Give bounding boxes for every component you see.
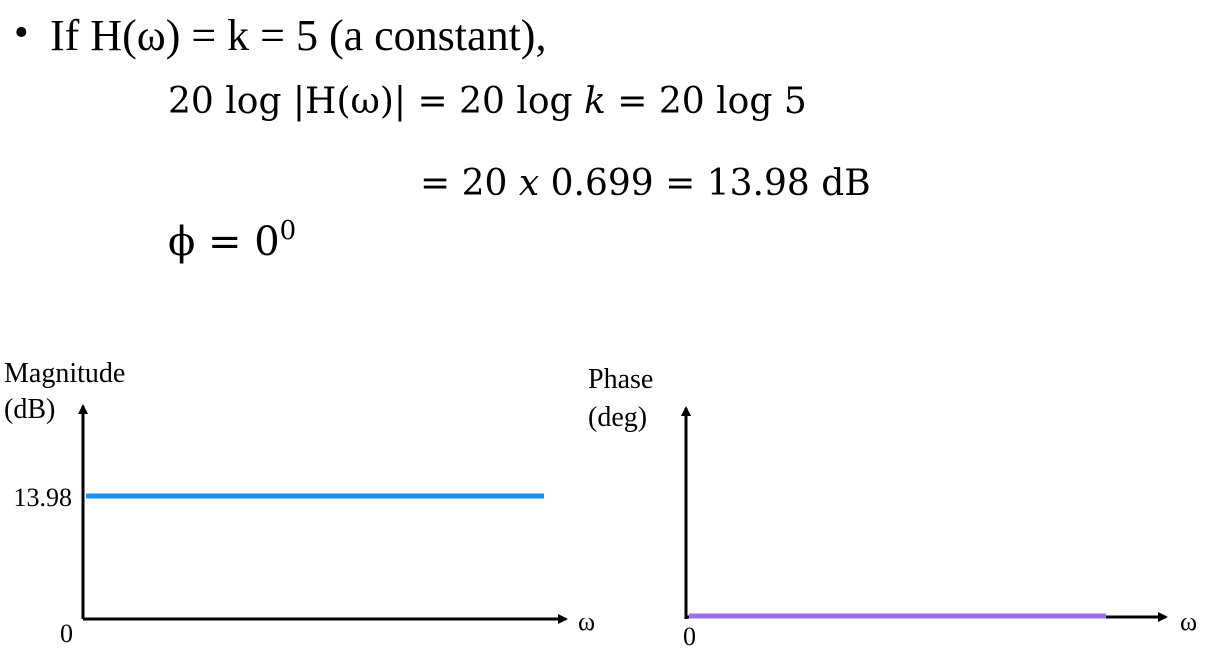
eq2-part-b: = 20 log 5 — [605, 81, 807, 122]
magnitude-chart: Magnitude (dB) 13.98 0 ω — [4, 358, 595, 648]
magnitude-ylabel-line1: Magnitude — [4, 358, 125, 389]
phase-ylabel-line1: Phase — [588, 364, 653, 395]
phase-origin-label: 0 — [683, 622, 696, 651]
magnitude-x-label: ω — [578, 607, 595, 636]
eq2-k: k — [584, 81, 606, 122]
phase-equation: ϕ = 0 — [168, 219, 280, 265]
phase-x-label: ω — [1180, 607, 1197, 636]
degree-superscript: 0 — [279, 216, 297, 246]
bullet-point: • — [14, 10, 29, 56]
phase-ylabel-line2: (deg) — [588, 402, 647, 433]
phase-chart: Phase (deg) 0 ω — [588, 364, 1197, 651]
equation-line-3: = 20 x 0.699 = 13.98 dB — [420, 166, 871, 202]
eq3-part-b: 0.699 = 13.98 dB — [539, 163, 871, 204]
eq3-x: x — [518, 163, 540, 204]
eq3-part-a: = 20 — [420, 163, 519, 204]
magnitude-origin-label: 0 — [60, 619, 73, 648]
equation-line-2: 20 log |H(ω)| = 20 log k = 20 log 5 — [168, 84, 807, 120]
equation-phase: ϕ = 00 — [168, 218, 296, 265]
equation-line-1: If H(ω) = k = 5 (a constant), — [50, 11, 547, 60]
magnitude-ylabel-line2: (dB) — [4, 394, 55, 425]
eq2-part-a: 20 log |H(ω)| = 20 log — [168, 81, 585, 122]
magnitude-y-tick: 13.98 — [14, 483, 73, 512]
